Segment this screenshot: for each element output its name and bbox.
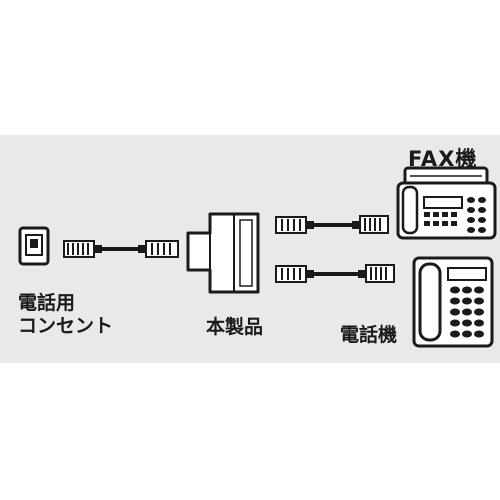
- cable-outlet-to-product: [63, 240, 179, 258]
- modular-plug-icon: [275, 216, 314, 234]
- modular-plug-icon: [138, 240, 179, 258]
- outlet-label-line2: コンセント: [18, 315, 114, 337]
- wall-outlet-icon: [18, 226, 50, 266]
- modular-plug-icon: [275, 265, 314, 283]
- cable-product-to-fax: [275, 215, 389, 234]
- modular-plug-icon: [358, 264, 395, 283]
- modular-plug-icon: [352, 215, 389, 234]
- fax-machine-icon: [396, 166, 497, 240]
- fax-label: FAX機: [408, 147, 478, 171]
- product-label: 本製品: [206, 316, 264, 338]
- modular-plug-icon: [63, 240, 102, 258]
- cable-product-to-phone: [275, 264, 395, 283]
- outlet-label-line1: 電話用: [18, 292, 76, 314]
- telephone-icon: [412, 256, 494, 348]
- splitter-adapter-icon: [186, 212, 260, 294]
- phone-label: 電話機: [340, 324, 398, 346]
